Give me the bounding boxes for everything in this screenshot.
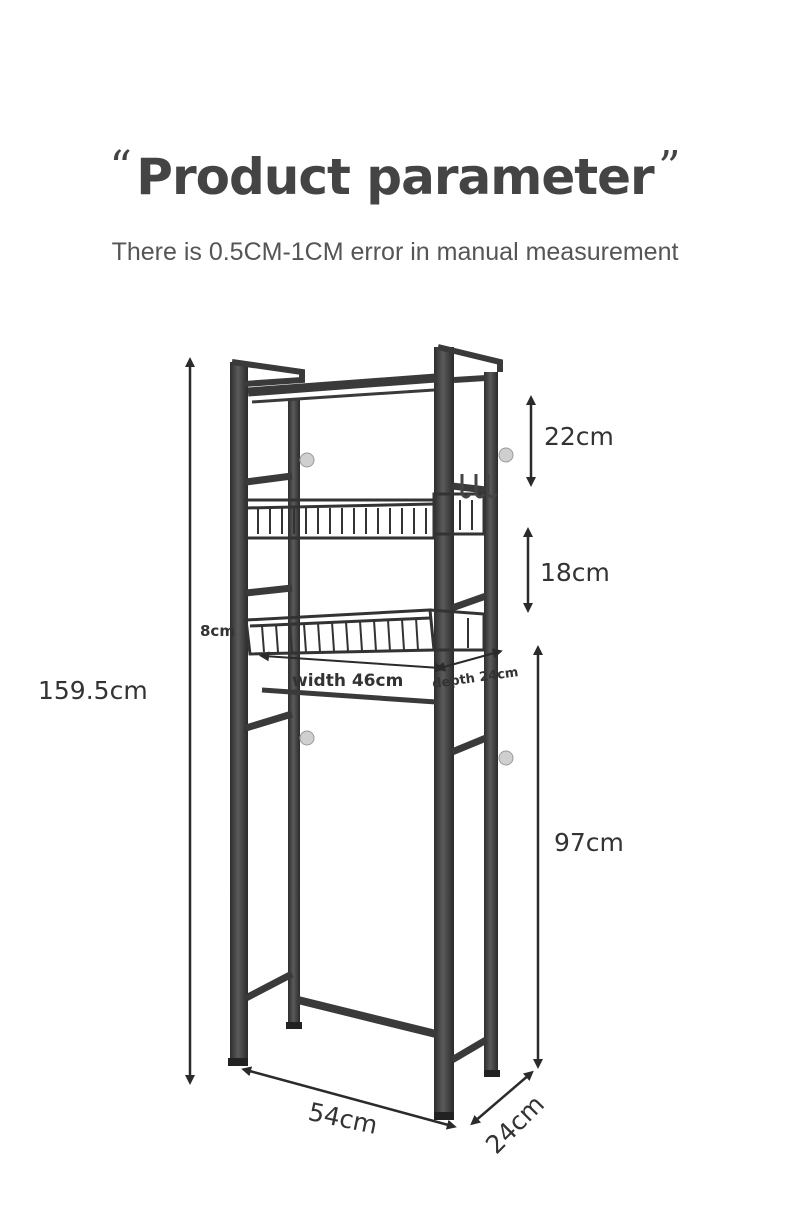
dimension-arrows (185, 357, 543, 1130)
clearance-label: 97cm (554, 828, 624, 857)
upper-basket (244, 492, 486, 540)
back-left-pole (288, 400, 300, 1025)
front-left-pole (230, 362, 248, 1060)
basket-height-label: 8cm (200, 622, 235, 640)
frame-width-arrow (241, 1066, 457, 1130)
suction-cup-icons (299, 447, 514, 766)
middle-gap-label: 18cm (540, 558, 610, 587)
total-height-label: 159.5cm (38, 676, 148, 705)
close-quote-mark: ” (658, 142, 681, 193)
back-right-pole (484, 372, 498, 1072)
header: “ Product parameter ” (0, 142, 790, 206)
basket-width-label: width 46cm (292, 671, 404, 691)
page-subtitle: There is 0.5CM-1CM error in manual measu… (111, 238, 679, 266)
side-rungs (244, 472, 488, 1064)
feet (228, 1022, 500, 1120)
open-quote-mark: “ (109, 142, 132, 193)
hooks-icon (460, 474, 498, 499)
top-gap-label: 22cm (544, 422, 614, 451)
front-right-pole (434, 347, 454, 1114)
basket-width-arrow (259, 651, 445, 673)
frame-depth-arrow (470, 1070, 534, 1126)
page-title: Product parameter (136, 148, 654, 206)
basket-depth-arrow (435, 648, 503, 672)
top-shelf (231, 344, 503, 404)
